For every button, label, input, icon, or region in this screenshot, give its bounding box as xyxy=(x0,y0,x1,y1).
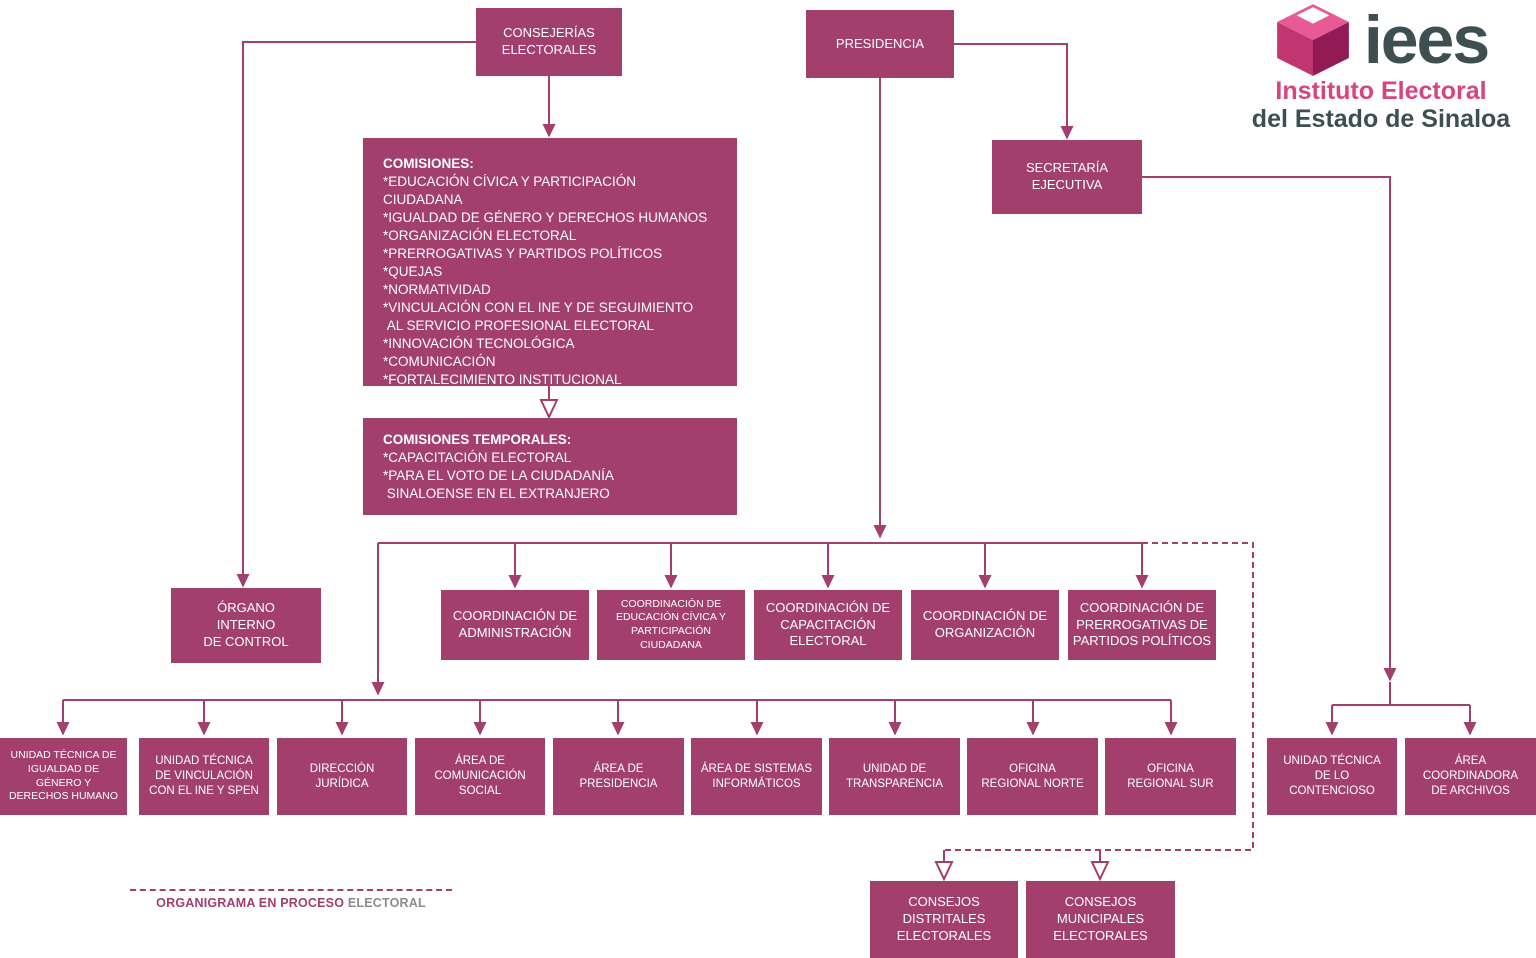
comisiones-item: *INNOVACIÓN TECNOLÓGICA xyxy=(383,336,575,351)
iees-cube-icon xyxy=(1276,4,1349,76)
comisiones-item: *PRERROGATIVAS Y PARTIDOS POLÍTICOS xyxy=(383,246,663,261)
node-oficina-regional-sur: OFICINA REGIONAL SUR xyxy=(1105,738,1236,815)
node-secretaria-ejecutiva: SECRETARÍA EJECUTIVA xyxy=(992,140,1142,214)
footer-note: ORGANIGRAMA EN PROCESO ELECTORAL xyxy=(130,889,452,910)
footer-note-main: ORGANIGRAMA EN PROCESO xyxy=(156,896,345,910)
node-coordinacion-administracion: COORDINACIÓN DE ADMINISTRACIÓN xyxy=(441,590,589,660)
node-organo-interno-de-control: ÓRGANO INTERNO DE CONTROL xyxy=(171,588,321,663)
comisiones-temporales-item: SINALOENSE EN EL EXTRANJERO xyxy=(383,486,610,501)
comisiones-temporales-item: *PARA EL VOTO DE LA CIUDADANÍA xyxy=(383,468,614,483)
comisiones-item: *FORTALECIMIENTO INSTITUCIONAL xyxy=(383,372,622,387)
node-unidad-transparencia: UNIDAD DE TRANSPARENCIA xyxy=(829,738,960,815)
connectors-open-arrows xyxy=(934,850,1110,882)
iees-logo-row: iees xyxy=(1243,4,1519,76)
comisiones-item: *COMUNICACIÓN xyxy=(383,354,496,369)
comisiones-item: *EDUCACIÓN CÍVICA Y PARTICIPACIÓN CIUDAD… xyxy=(383,174,637,207)
node-area-coordinadora-archivos: ÁREA COORDINADORA DE ARCHIVOS xyxy=(1405,738,1536,815)
node-consejerias-electorales: CONSEJERÍAS ELECTORALES xyxy=(476,8,622,76)
comisiones-item: *VINCULACIÓN CON EL INE Y DE SEGUIMIENTO xyxy=(383,300,694,315)
comisiones-item: AL SERVICIO PROFESIONAL ELECTORAL xyxy=(383,318,654,333)
iees-logo: iees Instituto Electoral del Estado de S… xyxy=(1243,4,1519,133)
node-direccion-juridica: DIRECCIÓN JURÍDICA xyxy=(277,738,407,815)
footer-note-text: ORGANIGRAMA EN PROCESO ELECTORAL xyxy=(130,896,452,910)
comisiones-item: *QUEJAS xyxy=(383,264,443,279)
comisiones-item: *ORGANIZACIÓN ELECTORAL xyxy=(383,228,577,243)
logo-institute-line2: del Estado de Sinaloa xyxy=(1251,104,1511,133)
connectors-dashed xyxy=(944,542,1254,851)
footer-note-tail: ELECTORAL xyxy=(347,896,426,910)
node-area-sistemas-informaticos: ÁREA DE SISTEMAS INFORMÁTICOS xyxy=(691,738,822,815)
comisiones-item: *IGUALDAD DE GÉNERO Y DERECHOS HUMANOS xyxy=(383,210,708,225)
node-presidencia: PRESIDENCIA xyxy=(806,10,954,78)
node-oficina-regional-norte: OFICINA REGIONAL NORTE xyxy=(967,738,1098,815)
node-unidad-tecnica-vinculacion-ine: UNIDAD TÉCNICA DE VINCULACIÓN CON EL INE… xyxy=(139,738,269,815)
logo-institute-line1: Instituto Electoral xyxy=(1275,77,1487,105)
node-area-comunicacion-social: ÁREA DE COMUNICACIÓN SOCIAL xyxy=(415,738,545,815)
node-unidad-tecnica-igualdad-genero: UNIDAD TÉCNICA DE IGUALDAD DE GÉNERO Y D… xyxy=(0,738,127,815)
node-coordinacion-organizacion: COORDINACIÓN DE ORGANIZACIÓN xyxy=(911,590,1059,660)
node-coordinacion-educacion-civica: COORDINACIÓN DE EDUCACIÓN CÍVICA Y PARTI… xyxy=(597,590,745,660)
comisiones-title: COMISIONES: xyxy=(383,156,474,171)
node-consejos-distritales: CONSEJOS DISTRITALES ELECTORALES xyxy=(870,881,1018,958)
node-area-presidencia: ÁREA DE PRESIDENCIA xyxy=(553,738,684,815)
node-coordinacion-capacitacion-electoral: COORDINACIÓN DE CAPACITACIÓN ELECTORAL xyxy=(754,590,902,660)
node-coordinacion-prerrogativas: COORDINACIÓN DE PRERROGATIVAS DE PARTIDO… xyxy=(1068,590,1216,660)
node-consejos-municipales: CONSEJOS MUNICIPALES ELECTORALES xyxy=(1026,881,1175,958)
logo-brand-text: iees xyxy=(1363,2,1490,78)
node-unidad-tecnica-contencioso: UNIDAD TÉCNICA DE LO CONTENCIOSO xyxy=(1267,738,1397,815)
comisiones-item: *NORMATIVIDAD xyxy=(383,282,491,297)
node-comisiones: COMISIONES: *EDUCACIÓN CÍVICA Y PARTICIP… xyxy=(363,138,737,387)
comisiones-temporales-title: COMISIONES TEMPORALES: xyxy=(383,432,572,447)
footer-dashed-line xyxy=(130,889,452,891)
connectors-solid xyxy=(56,41,1477,736)
comisiones-temporales-item: *CAPACITACIÓN ELECTORAL xyxy=(383,450,572,465)
node-comisiones-temporales: COMISIONES TEMPORALES: *CAPACITACIÓN ELE… xyxy=(363,418,737,515)
